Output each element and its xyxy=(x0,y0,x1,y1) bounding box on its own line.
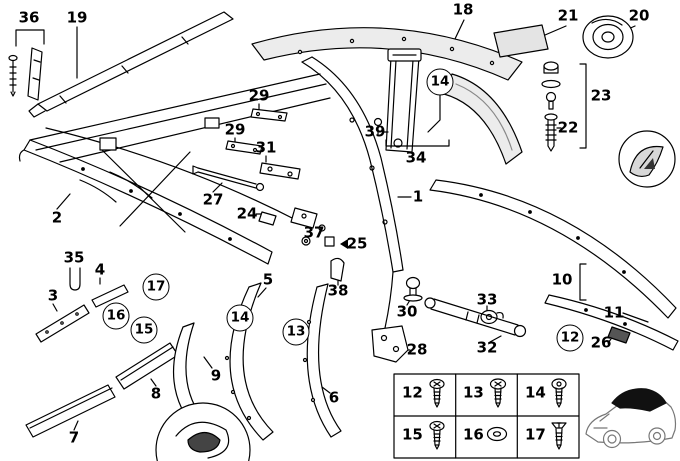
bumper-part xyxy=(324,236,348,249)
callout-24: 24 xyxy=(236,204,258,223)
callout-14-a: 14 xyxy=(426,68,454,96)
callout-6: 6 xyxy=(328,388,340,407)
callout-13: 13 xyxy=(282,318,310,346)
latch-bar-parts xyxy=(225,103,301,180)
callout-39: 39 xyxy=(364,122,386,141)
callout-16: 16 xyxy=(102,302,130,330)
folding-top-frame-part xyxy=(18,73,331,265)
hook-part xyxy=(330,257,345,286)
end-clip-part xyxy=(607,326,631,344)
callout-12-a: 12 xyxy=(556,324,584,352)
callout-15: 15 xyxy=(130,316,158,344)
ball-stud-part xyxy=(403,276,423,306)
callout-5: 5 xyxy=(262,270,274,289)
headliner-corner-part xyxy=(443,73,523,165)
callout-30: 30 xyxy=(396,302,418,321)
callout-21: 21 xyxy=(557,6,579,25)
callout-38: 38 xyxy=(327,281,349,300)
legend-label-17: 17 xyxy=(525,425,546,444)
side-bow-part xyxy=(301,56,412,329)
callout-10: 10 xyxy=(551,270,573,289)
callout-23: 23 xyxy=(590,86,612,105)
top-cover-panel-part xyxy=(251,19,523,81)
gas-strut-part xyxy=(424,297,527,343)
tension-strap-part xyxy=(373,48,450,153)
callout-34: 34 xyxy=(405,148,427,167)
seal-strip-8-part xyxy=(115,342,179,390)
legend-box xyxy=(393,373,580,459)
mount-bracket-part xyxy=(371,325,411,363)
seal-strip-4-part xyxy=(91,277,129,308)
callout-1: 1 xyxy=(412,187,424,206)
callout-31: 31 xyxy=(255,138,277,157)
callout-19: 19 xyxy=(66,8,88,27)
u-clip-part xyxy=(69,267,81,291)
callout-20: 20 xyxy=(628,6,650,25)
seal-cross-section-detail xyxy=(155,402,251,461)
seal-strip-7-part xyxy=(25,384,116,438)
grommet-part xyxy=(301,236,311,246)
callout-29-b: 29 xyxy=(224,120,246,139)
vehicle-soft-top-thumbnail xyxy=(585,388,677,449)
callout-8: 8 xyxy=(150,384,162,403)
legend-label-16: 16 xyxy=(463,425,484,444)
callout-22: 22 xyxy=(557,118,579,137)
grommet-washer-icon xyxy=(486,426,508,442)
gasket-6-part xyxy=(302,283,342,438)
callout-3: 3 xyxy=(47,286,59,305)
phillips-pan-head-screw-icon xyxy=(429,378,445,408)
callout-28: 28 xyxy=(406,340,428,359)
callout-17: 17 xyxy=(142,273,170,301)
foam-pad-part xyxy=(493,24,567,58)
callout-9: 9 xyxy=(210,366,222,385)
callout-33: 33 xyxy=(476,290,498,309)
callout-2: 2 xyxy=(51,208,63,227)
callout-36: 36 xyxy=(18,8,40,27)
rear-rail-parts xyxy=(429,179,679,351)
legend-label-14: 14 xyxy=(525,383,546,402)
phillips-oval-head-screw-icon xyxy=(551,378,567,408)
callout-25: 25 xyxy=(346,234,368,253)
callout-7: 7 xyxy=(68,428,80,447)
fastener-stack-part xyxy=(541,61,587,152)
phillips-pan-head-screw-icon xyxy=(429,420,445,450)
callout-26: 26 xyxy=(590,333,612,352)
clip-part xyxy=(255,211,277,226)
header-rail-part xyxy=(28,11,234,118)
callout-4: 4 xyxy=(94,260,106,279)
legend-label-13: 13 xyxy=(463,383,484,402)
seal-strip-3-part xyxy=(35,303,90,343)
callout-27: 27 xyxy=(202,190,224,209)
legend-label-12: 12 xyxy=(402,383,423,402)
pull-rod-part xyxy=(192,165,265,193)
callout-29-a: 29 xyxy=(248,86,270,105)
latch-mechanism-part xyxy=(290,207,326,232)
callout-11: 11 xyxy=(603,303,625,322)
tape-roll-part xyxy=(582,15,636,59)
countersunk-screw-icon xyxy=(551,422,567,450)
callout-35: 35 xyxy=(63,248,85,267)
callout-37: 37 xyxy=(303,223,325,242)
clamp-and-screw-part xyxy=(8,29,45,101)
legend-label-15: 15 xyxy=(402,425,423,444)
phillips-pan-head-screw-icon xyxy=(489,378,507,408)
callout-14-b: 14 xyxy=(226,304,254,332)
fabric-corner-detail xyxy=(618,130,676,188)
callout-32: 32 xyxy=(476,338,498,357)
callout-18: 18 xyxy=(452,0,474,19)
